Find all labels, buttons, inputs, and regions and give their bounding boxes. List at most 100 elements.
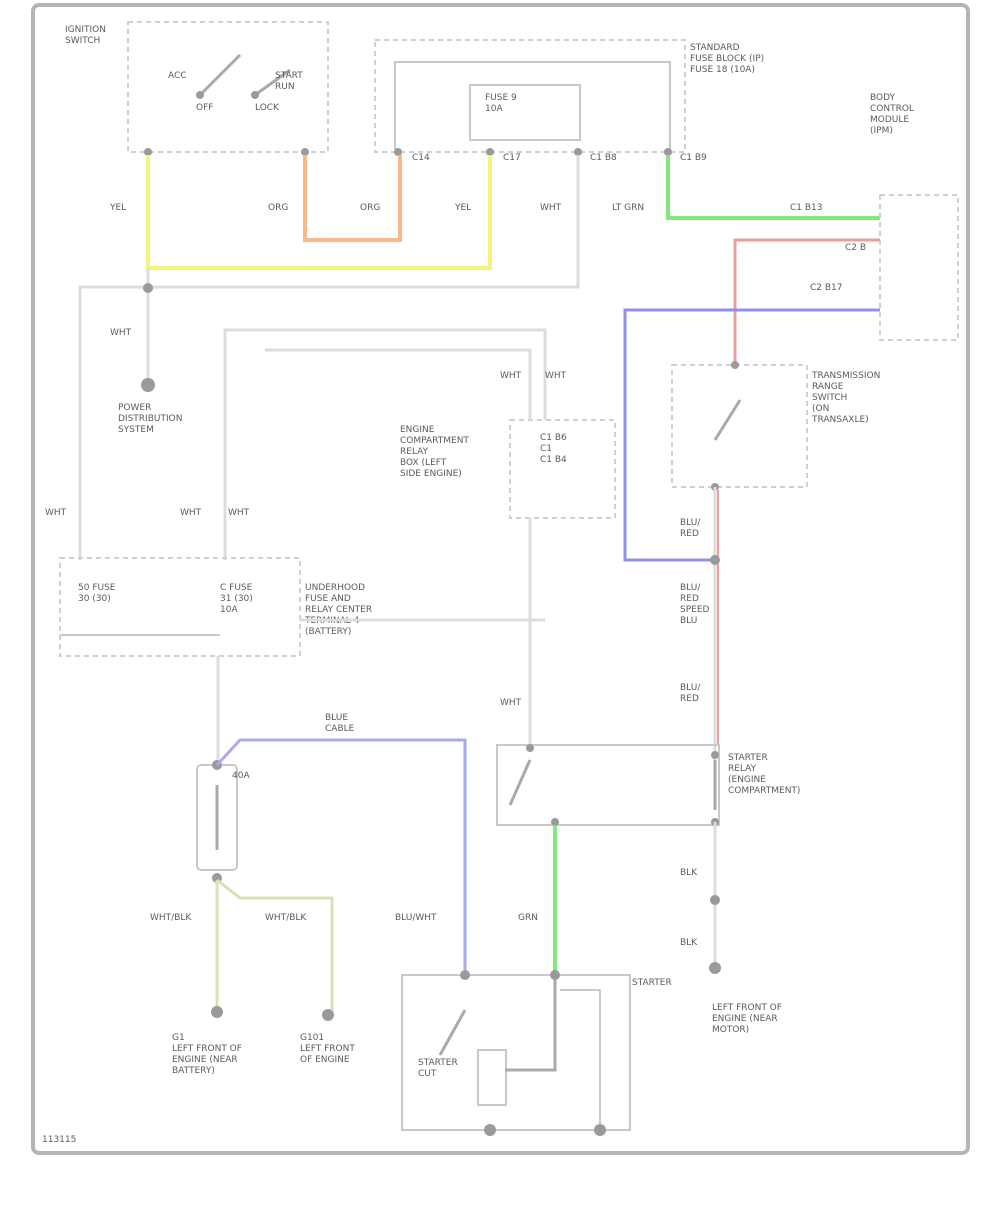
connector-c1a-label: C1 B8 bbox=[590, 153, 617, 163]
fuse-inner-box bbox=[469, 84, 581, 141]
starter-relay-contact bbox=[508, 759, 532, 806]
power-distribution-node bbox=[141, 378, 155, 392]
wire-blk-label-2: BLK bbox=[680, 938, 698, 948]
fuse-terminal-c17 bbox=[486, 148, 494, 156]
wire-red-label-1: BLU/RED bbox=[680, 518, 701, 539]
splice-blu-red bbox=[710, 555, 720, 565]
wire-green-bcm bbox=[666, 155, 880, 220]
ignition-switch-contact bbox=[198, 53, 242, 97]
wire-wht-label-5: WHT bbox=[45, 508, 67, 518]
wire-orange bbox=[303, 155, 402, 242]
starter-relay-terminal-2 bbox=[551, 818, 559, 826]
wire-wht-label-3: WHT bbox=[500, 371, 522, 381]
transmission-terminal-top bbox=[731, 361, 739, 369]
wire-pale-ground-right bbox=[216, 878, 334, 1015]
fuse-block-box bbox=[374, 39, 686, 153]
wire-red-label-3: BLU/RED bbox=[680, 683, 701, 704]
transmission-switch-contact bbox=[713, 399, 742, 441]
starter-relay-box bbox=[496, 744, 720, 826]
wire-white-relay-top bbox=[223, 328, 547, 560]
ignition-pivot-2 bbox=[251, 91, 259, 99]
ignition-lock-label: LOCK bbox=[255, 103, 280, 113]
wire-yel-label-2: YEL bbox=[454, 203, 471, 213]
connector-c17-label: C17 bbox=[503, 153, 521, 163]
ground-node-right bbox=[709, 962, 721, 974]
wire-wht-label-4: WHT bbox=[545, 371, 567, 381]
wire-wht-blk-label: WHT/BLK bbox=[150, 913, 192, 923]
ignition-terminal-2 bbox=[301, 148, 309, 156]
underhood-fuse-box bbox=[59, 557, 301, 657]
starter-frame-line bbox=[560, 989, 601, 1128]
starter-contact bbox=[438, 1009, 467, 1056]
wire-blu-label: BLU/WHT bbox=[395, 913, 437, 923]
wire-wht-blk-label-2: WHT/BLK bbox=[265, 913, 307, 923]
engine-relay-box bbox=[509, 419, 616, 519]
wire-wht-label-8: WHT bbox=[500, 698, 522, 708]
wire-wht-label-6: WHT bbox=[180, 508, 202, 518]
body-module-box bbox=[879, 194, 959, 341]
wire-white-relay-top-2 bbox=[265, 348, 532, 420]
wire-blk-label-1: BLK bbox=[680, 868, 698, 878]
ignition-acc-label: ACC bbox=[168, 71, 187, 81]
starter-motor bbox=[477, 1049, 507, 1106]
connector-c1b-label: C1 B9 bbox=[680, 153, 707, 163]
wire-white-fuse-to-left bbox=[78, 155, 580, 560]
fuse-block-inner bbox=[394, 61, 671, 150]
wire-yellow bbox=[146, 155, 492, 270]
starter-box bbox=[401, 974, 631, 1131]
fuse-terminal-c1b bbox=[664, 148, 672, 156]
wire-yel-label-1: YEL bbox=[109, 203, 126, 213]
ground-node-left bbox=[211, 1006, 223, 1018]
bcm-conn-label-3: C2 B17 bbox=[810, 283, 843, 293]
wire-lgrn-label: LT GRN bbox=[612, 203, 644, 213]
connector-c14-label: C14 bbox=[412, 153, 430, 163]
bcm-conn-label: C1 B13 bbox=[790, 203, 823, 213]
ignition-pivot bbox=[196, 91, 204, 99]
starter-relay-terminal-1 bbox=[526, 744, 534, 752]
transmission-range-switch-box bbox=[671, 364, 808, 488]
starter-relay-terminal-3 bbox=[711, 751, 719, 759]
fuse-40-label: 40A bbox=[232, 771, 250, 781]
starter-solenoid-path bbox=[505, 978, 557, 1072]
wire-org-label-2: ORG bbox=[360, 203, 380, 213]
splice-left bbox=[143, 283, 153, 293]
starter-terminal-green bbox=[550, 970, 560, 980]
ignition-switch-contact-2 bbox=[254, 68, 291, 97]
starter-label: STARTER bbox=[632, 978, 672, 988]
wire-grn-label: GRN bbox=[518, 913, 538, 923]
wire-wht-label-2: WHT bbox=[110, 328, 132, 338]
fuse-terminal-c14 bbox=[394, 148, 402, 156]
wire-org-label-1: ORG bbox=[268, 203, 288, 213]
fuse-terminal-c1a bbox=[574, 148, 582, 156]
wire-blue-bcm bbox=[623, 308, 880, 562]
ignition-switch-box bbox=[127, 21, 329, 153]
bcm-conn-label-2: C2 B bbox=[845, 243, 866, 253]
ignition-off-label: OFF bbox=[196, 103, 213, 113]
starter-ground-1 bbox=[484, 1124, 496, 1136]
starter-ground-2 bbox=[594, 1124, 606, 1136]
wire-wht-label-7: WHT bbox=[228, 508, 250, 518]
wire-blue-cable bbox=[215, 738, 467, 970]
diagram-frame bbox=[31, 3, 970, 1155]
starter-terminal-blue bbox=[460, 970, 470, 980]
ground-node-mid bbox=[322, 1009, 334, 1021]
